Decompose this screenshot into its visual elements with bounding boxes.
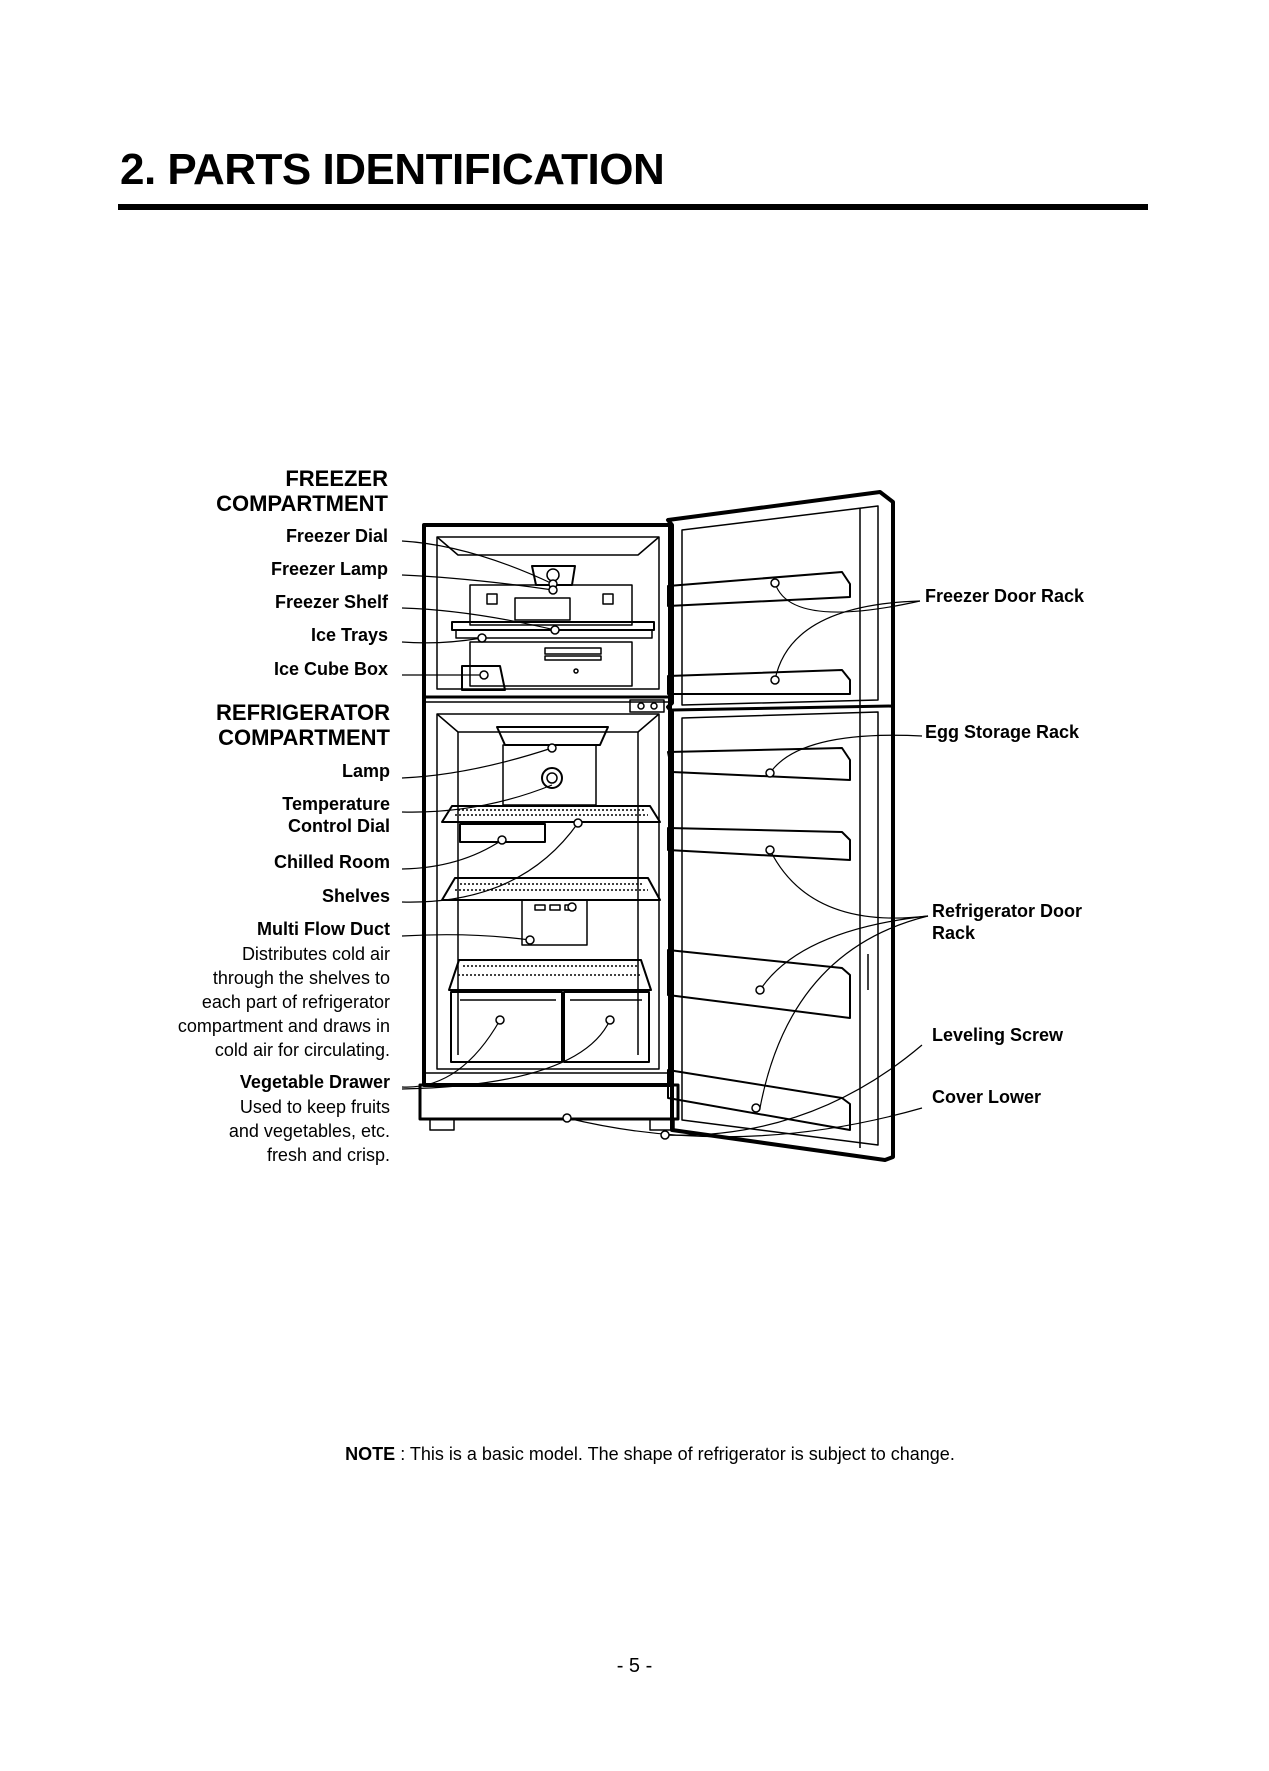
desc-line: through the shelves to xyxy=(212,968,390,988)
desc-line: and vegetables, etc. xyxy=(228,1121,390,1141)
label-refrigerator-door-rack-line1: Refrigerator Door xyxy=(932,901,1083,921)
label-freezer-door-rack: Freezer Door Rack xyxy=(925,586,1085,606)
label-ice-trays: Ice Trays xyxy=(310,625,388,645)
label-ice-cube-box: Ice Cube Box xyxy=(273,659,388,679)
label-chilled-room: Chilled Room xyxy=(274,852,390,872)
label-freezer-dial: Freezer Dial xyxy=(285,526,388,546)
desc-line: Used to keep fruits xyxy=(239,1097,390,1117)
note-text: : This is a basic model. The shape of re… xyxy=(395,1444,955,1464)
desc-line: cold air for circulating. xyxy=(214,1040,390,1060)
leader-lines-left xyxy=(401,540,611,1090)
refrigerator-heading: REFRIGERATOR COMPARTMENT xyxy=(216,700,390,751)
freezer-heading: FREEZER COMPARTMENT xyxy=(216,466,388,517)
label-freezer-shelf: Freezer Shelf xyxy=(274,592,388,612)
freezer-heading-line2: COMPARTMENT xyxy=(216,491,388,517)
refrigerator-heading-line2: COMPARTMENT xyxy=(218,725,390,751)
desc-line: each part of refrigerator xyxy=(201,992,390,1012)
desc-line: fresh and crisp. xyxy=(266,1145,390,1165)
freezer-heading-line1: FREEZER xyxy=(285,466,388,491)
page-number: - 5 - xyxy=(616,1655,653,1677)
label-refrigerator-door-rack-line2: Rack xyxy=(932,922,976,943)
multi-flow-duct-description: Distributes cold air through the shelves… xyxy=(178,942,390,1062)
door xyxy=(666,490,895,1162)
label-shelves: Shelves xyxy=(321,886,390,906)
leader-lines-right xyxy=(566,582,929,1138)
title-rule xyxy=(118,204,1148,210)
page-title: 2. PARTS IDENTIFICATION xyxy=(120,145,665,194)
label-leveling-screw: Leveling Screw xyxy=(932,1025,1064,1045)
label-vegetable-drawer: Vegetable Drawer xyxy=(239,1072,390,1092)
label-temperature-control-dial: Temperature Control Dial xyxy=(282,794,390,837)
cabinet-body xyxy=(418,523,680,1131)
refrigerator-heading-line1: REFRIGERATOR xyxy=(216,700,390,725)
label-lamp: Lamp xyxy=(341,761,390,781)
callout-points xyxy=(477,578,780,1140)
label-temperature-line1: Temperature xyxy=(282,794,390,814)
label-refrigerator-door-rack: Refrigerator Door Rack xyxy=(932,901,1082,944)
label-multi-flow-duct: Multi Flow Duct xyxy=(257,919,390,939)
label-egg-storage-rack: Egg Storage Rack xyxy=(925,722,1080,742)
vegetable-drawer-description: Used to keep fruits and vegetables, etc.… xyxy=(229,1095,390,1167)
desc-line: compartment and draws in xyxy=(177,1016,390,1036)
label-freezer-lamp: Freezer Lamp xyxy=(270,559,388,579)
label-temperature-line2: Control Dial xyxy=(288,815,390,836)
note-label: NOTE xyxy=(345,1444,396,1464)
desc-line: Distributes cold air xyxy=(241,944,390,964)
label-cover-lower: Cover Lower xyxy=(932,1087,1042,1107)
note: NOTE : This is a basic model. The shape … xyxy=(0,1444,1269,1465)
